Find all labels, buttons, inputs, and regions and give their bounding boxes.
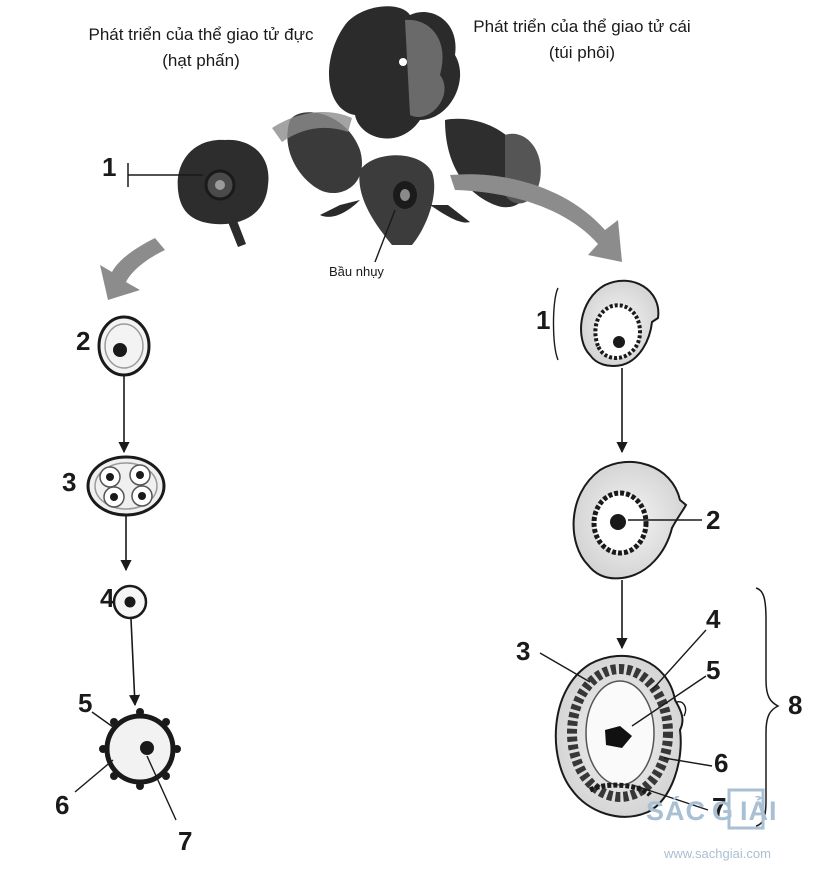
male-arrow-3	[128, 618, 141, 707]
female-label-7: 7	[712, 792, 727, 822]
female-label-3: 3	[516, 636, 531, 666]
gray-arrows	[100, 112, 622, 300]
female-label-1: 1	[536, 305, 551, 335]
watermark-box-icon	[727, 788, 765, 830]
male-label-1: 1	[102, 152, 117, 182]
male-label-4: 4	[100, 583, 115, 613]
microspore	[112, 584, 148, 620]
ovule-stage-3	[539, 587, 780, 827]
male-label-5: 5	[78, 688, 93, 718]
male-label-2: 2	[76, 326, 91, 356]
female-title: Phát triển của thể giao tử cái (túi phôi…	[473, 17, 691, 62]
female-label-5: 5	[706, 655, 721, 685]
pollen-grain	[74, 708, 181, 821]
male-title: Phát triển của thể giao tử đực (hạt phấn…	[88, 25, 314, 70]
male-label-7: 7	[178, 826, 193, 856]
microspore-mother-cell	[97, 315, 151, 377]
watermark-url: www.sachgiai.com	[664, 846, 771, 861]
female-label-4: 4	[706, 604, 721, 634]
ovule-stage-2	[572, 461, 702, 580]
ovary-label: Bầu nhụy	[329, 264, 384, 279]
male-label-6: 6	[55, 790, 70, 820]
female-label-2: 2	[706, 505, 721, 535]
tetrad	[86, 455, 166, 517]
female-label-8: 8	[788, 690, 803, 720]
anther-illustration	[127, 139, 269, 247]
ovule-stage-1	[552, 279, 660, 367]
male-label-3: 3	[62, 467, 77, 497]
female-label-6: 6	[714, 748, 729, 778]
